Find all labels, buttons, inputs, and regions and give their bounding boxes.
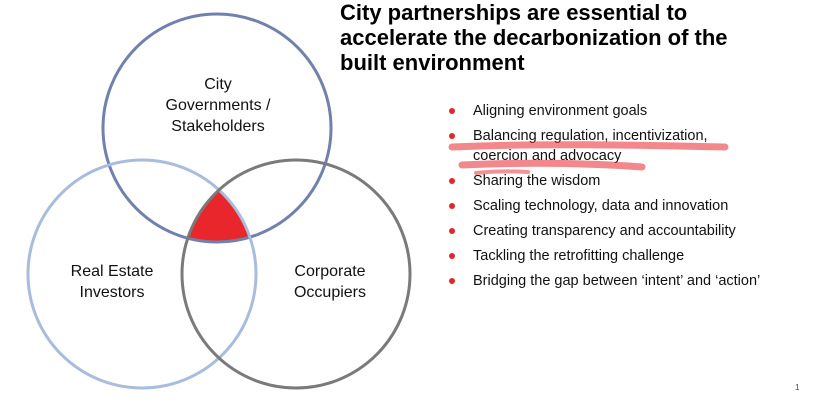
venn-label-real-estate-investors: Real Estate Investors	[52, 261, 172, 303]
bullet-text: Tackling the retrofitting challenge	[473, 248, 685, 264]
bullet-text-continuation: coercion and advocacy	[473, 148, 622, 164]
bullet-item: Sharing the wisdom	[448, 171, 818, 191]
venn-label-line: Stakeholders	[171, 118, 265, 135]
bullet-dot-icon	[449, 253, 455, 259]
venn-label-line: Real Estate	[70, 263, 154, 280]
venn-label-line: Investors	[79, 284, 145, 301]
venn-label-line: City	[204, 76, 232, 93]
bullet-list: Aligning environment goals Balancing reg…	[448, 101, 818, 296]
bullet-text: Scaling technology, data and innovation	[473, 198, 729, 214]
bullet-dot-icon	[449, 203, 455, 209]
venn-circle-city-governments	[101, 12, 333, 244]
bullet-text: Sharing the wisdom	[473, 173, 601, 189]
bullet-item: Tackling the retrofitting challenge	[448, 246, 818, 266]
venn-label-line: Corporate	[294, 263, 366, 280]
venn-circle-real-estate-investors	[26, 158, 258, 390]
page-number: 1	[795, 383, 800, 392]
slide-title: City partnerships are essential to accel…	[340, 0, 728, 75]
venn-label-city-governments: City Governments / Stakeholders	[148, 74, 288, 137]
bullet-item: Aligning environment goals	[448, 101, 818, 121]
venn-label-line: Governments /	[165, 97, 271, 114]
bullet-dot-icon	[449, 278, 455, 284]
bullet-item: Bridging the gap between ‘intent’ and ‘a…	[448, 271, 818, 291]
bullet-text: Creating transparency and accountability	[473, 223, 736, 239]
bullet-text: Bridging the gap between ‘intent’ and ‘a…	[473, 273, 761, 289]
venn-label-line: Occupiers	[293, 284, 367, 301]
bullet-dot-icon	[449, 228, 455, 234]
venn-label-corporate-occupiers: Corporate Occupiers	[264, 261, 396, 303]
bullet-text: Aligning environment goals	[473, 103, 648, 119]
bullet-text: Balancing regulation, incentivization,	[473, 128, 708, 144]
venn-circle-corporate-occupiers	[180, 158, 412, 390]
venn-center-intersection	[182, 160, 256, 242]
bullet-item: Scaling technology, data and innovation	[448, 196, 818, 216]
bullet-item: Creating transparency and accountability	[448, 221, 818, 241]
bullet-item: Balancing regulation, incentivization, c…	[448, 126, 818, 166]
bullet-dot-icon	[449, 108, 455, 114]
bullet-dot-icon	[449, 178, 455, 184]
bullet-dot-icon	[449, 133, 455, 139]
